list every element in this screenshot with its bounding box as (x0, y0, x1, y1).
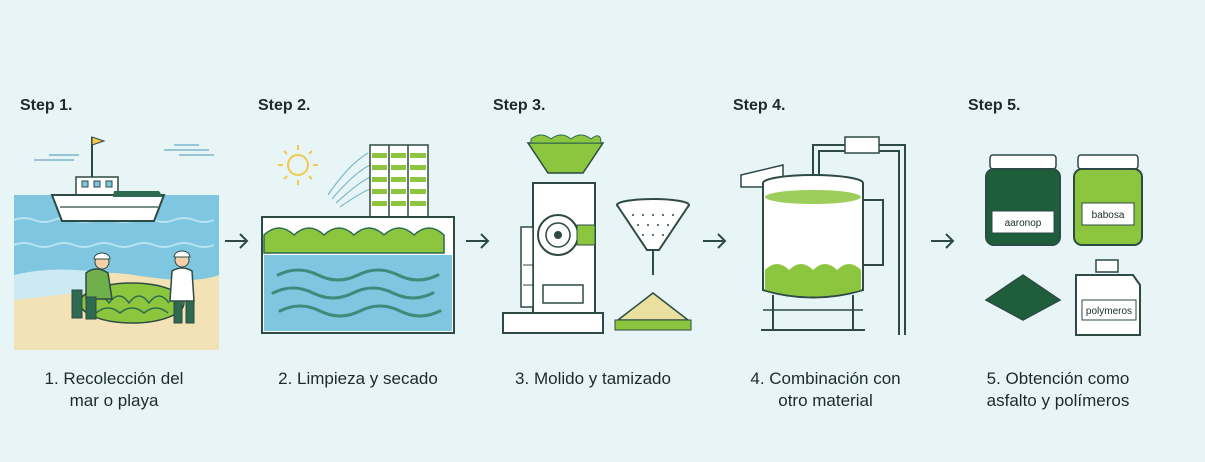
powder-pile-icon (614, 292, 692, 331)
jar-label: aaronop (1005, 218, 1042, 229)
step-3: Step 3. (493, 0, 708, 462)
arrow-right-icon (931, 233, 955, 249)
step-5-header: Step 5. (968, 97, 1021, 114)
step-5: Step 5. aaronop babosa polymeros (968, 0, 1198, 462)
step-3-caption: 3. Molido y tamizado (515, 369, 671, 388)
drying-rack-icon (369, 144, 429, 218)
beach-collection-illustration (14, 136, 219, 350)
cleaning-drying-illustration (261, 144, 455, 334)
powder-pile-icon (984, 274, 1062, 321)
jar-icon: aaronop (985, 154, 1061, 246)
mixing-illustration (740, 136, 906, 335)
flag-icon (91, 136, 106, 146)
canister-label: polymeros (1086, 306, 1132, 317)
grinder-icon (502, 134, 605, 334)
arrow-right-icon (703, 233, 727, 249)
step-1: Step 1. (14, 0, 224, 462)
worker-icon (71, 252, 113, 320)
arrow-right-icon (466, 233, 490, 249)
products-illustration: aaronop babosa polymeros (984, 154, 1143, 336)
jar-icon: babosa (1073, 154, 1143, 246)
step-2-caption: 2. Limpieza y secado (278, 369, 438, 388)
step-4-header: Step 4. (733, 97, 786, 114)
canister-icon: polymeros (1075, 259, 1141, 336)
drying-tank-icon (261, 216, 455, 334)
worker-icon (169, 250, 195, 324)
step-2-header: Step 2. (258, 97, 311, 114)
step-1-caption: 1. Recolección del mar o playa (44, 369, 184, 410)
sun-icon (278, 145, 318, 185)
boat-icon (50, 136, 166, 222)
step-4-caption: 4. Combinación con otro material (750, 369, 901, 410)
grinding-sieving-illustration (502, 134, 692, 334)
mixing-vat-icon (740, 136, 906, 335)
jar-label: babosa (1092, 210, 1125, 221)
arrow-right-icon (225, 233, 249, 249)
step-3-header: Step 3. (493, 97, 546, 114)
sieve-icon (616, 198, 690, 275)
step-1-header: Step 1. (20, 97, 73, 114)
step-2: Step 2. (258, 0, 468, 462)
step-4: Step 4. 4. Combinación con otro material (733, 0, 943, 462)
step-5-caption: 5. Obtención como asfalto y polímeros (986, 369, 1130, 410)
